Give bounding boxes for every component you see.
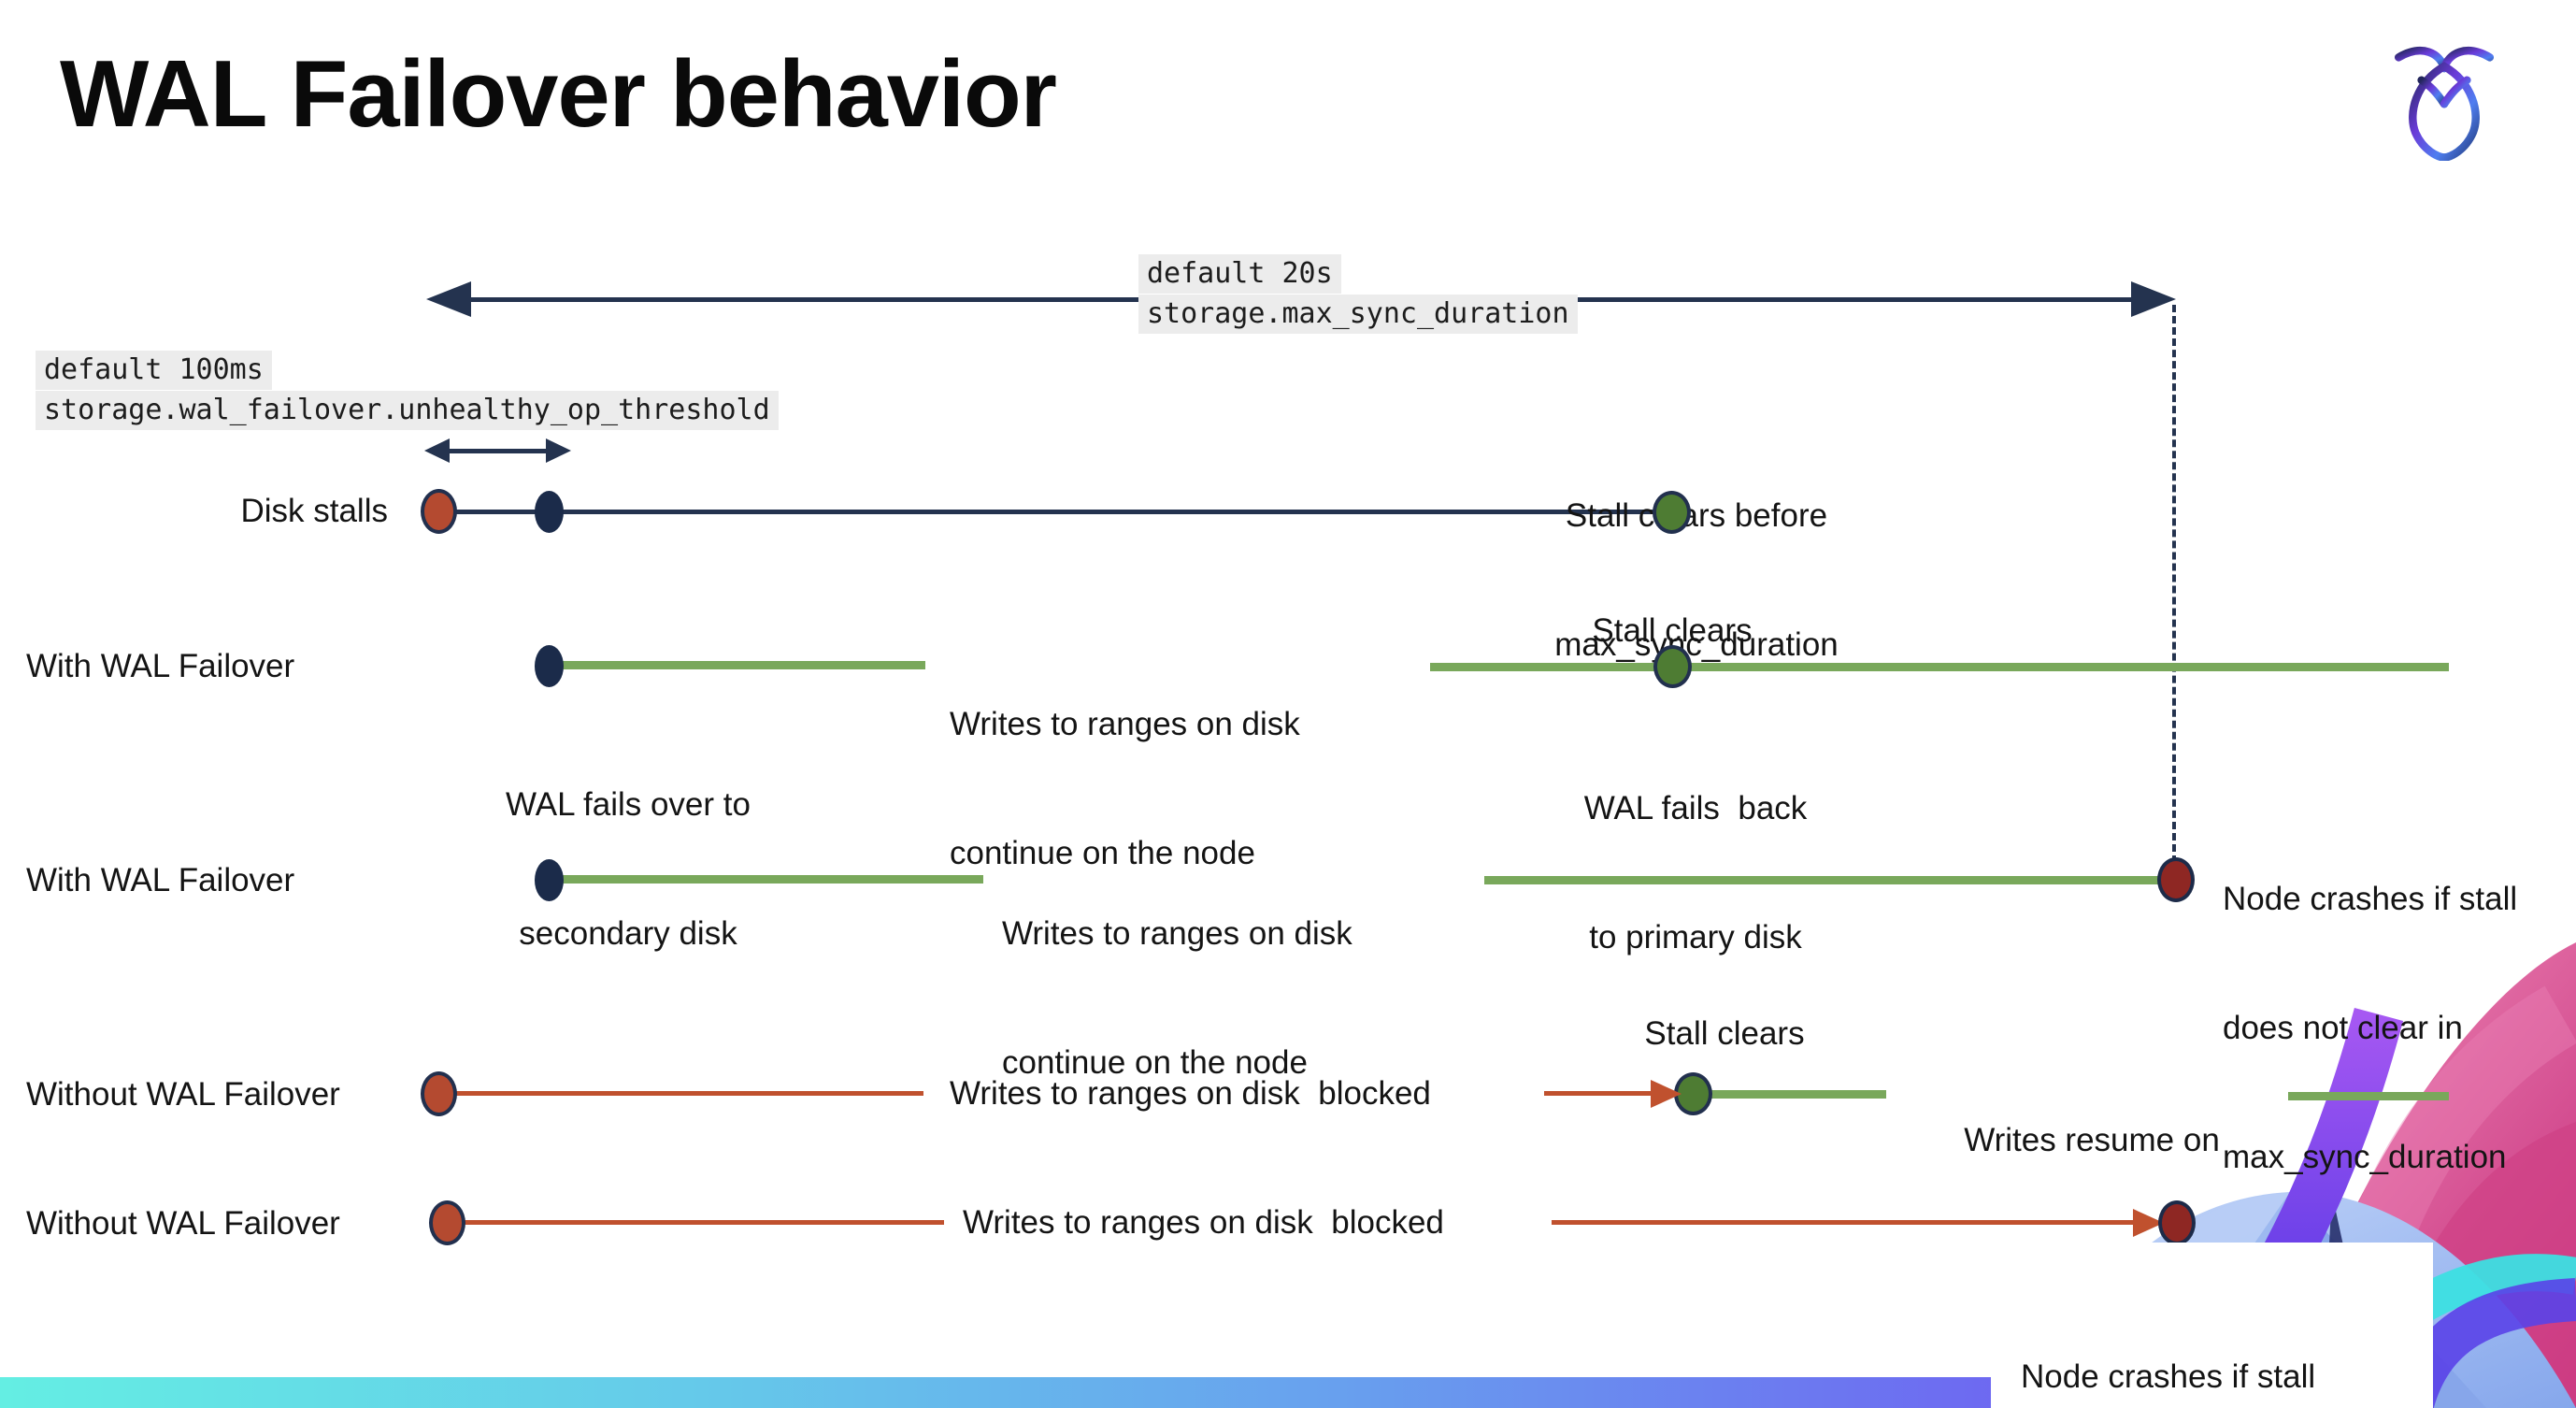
writes-continue-label: Writes to ranges on disk continue on the… [950,706,1300,871]
wal-fails-back-label: WAL fails back to primary disk [1583,790,1808,955]
arrowhead-left-icon [424,438,450,463]
row-label-without-wal-failover: Without WAL Failover [26,1205,340,1242]
max-sync-deadline-dashed-line [2172,305,2176,863]
node-crashes-label: Node crashes if stall does not clear in … [2021,1358,2316,1395]
arrowhead-right-icon [546,438,571,463]
writes-continue-line [1430,663,2449,671]
failover-dot [535,859,564,901]
writes-blocked-label: Writes to ranges on disk blocked [950,1075,1431,1112]
writes-blocked-line [451,1091,923,1096]
wal-fails-over-label: WAL fails over to secondary disk [506,786,751,952]
stall-start-dot [421,1071,457,1116]
writes-continue-line [561,875,983,884]
unhealthy-default-chip: default 100ms [36,351,272,390]
writes-continue-line [561,661,925,669]
writes-blocked-label: Writes to ranges on disk blocked [963,1204,1444,1241]
writes-resume-line [1707,1090,1886,1099]
row-label-without-wal-failover: Without WAL Failover [26,1076,340,1113]
writes-blocked-line [1552,1220,2137,1225]
node-crash-dot [2158,1200,2196,1245]
arrowhead-right-icon [2131,281,2176,317]
max-sync-setting-chip: storage.max_sync_duration [1138,295,1578,334]
row-label-with-wal-failover: With WAL Failover [26,648,295,684]
writes-continue-label: Writes to ranges on disk continue on the… [1002,915,1352,1081]
stall-clears-label: Stall clears [1644,1015,1805,1052]
row-label-disk-stalls: Disk stalls [240,493,388,529]
stall-clears-label: Stall clears [1592,612,1753,649]
node-crashes-label: Node crashes if stall does not clear in … [2223,881,2518,1175]
unhealthy-threshold-span-line [439,449,551,453]
stall-clear-dot [1653,491,1691,534]
arrowhead-right-icon [1651,1080,1682,1108]
stall-start-dot [421,489,457,534]
stall-start-dot [429,1200,465,1245]
unhealthy-setting-chip: storage.wal_failover.unhealthy_op_thresh… [36,391,779,430]
page-title: WAL Failover behavior [60,42,1057,147]
row-label-with-wal-failover: With WAL Failover [26,862,295,898]
disk-stall-timeline [449,510,1664,514]
failover-dot [535,645,564,687]
writes-resume-line [2288,1092,2449,1100]
writes-blocked-line [1544,1091,1654,1096]
node-crash-dot [2157,857,2195,902]
stall-clear-dot [1653,645,1692,688]
writes-continue-line [1484,876,2161,884]
arrowhead-left-icon [426,281,471,317]
writes-blocked-line [460,1220,944,1225]
max-sync-default-chip: default 20s [1138,254,1341,294]
failover-trigger-dot [535,491,564,533]
node-crashes-note-box: Node crashes if stall does not clear in … [1991,1243,2433,1408]
cockroachdb-logo-icon [2395,41,2494,162]
